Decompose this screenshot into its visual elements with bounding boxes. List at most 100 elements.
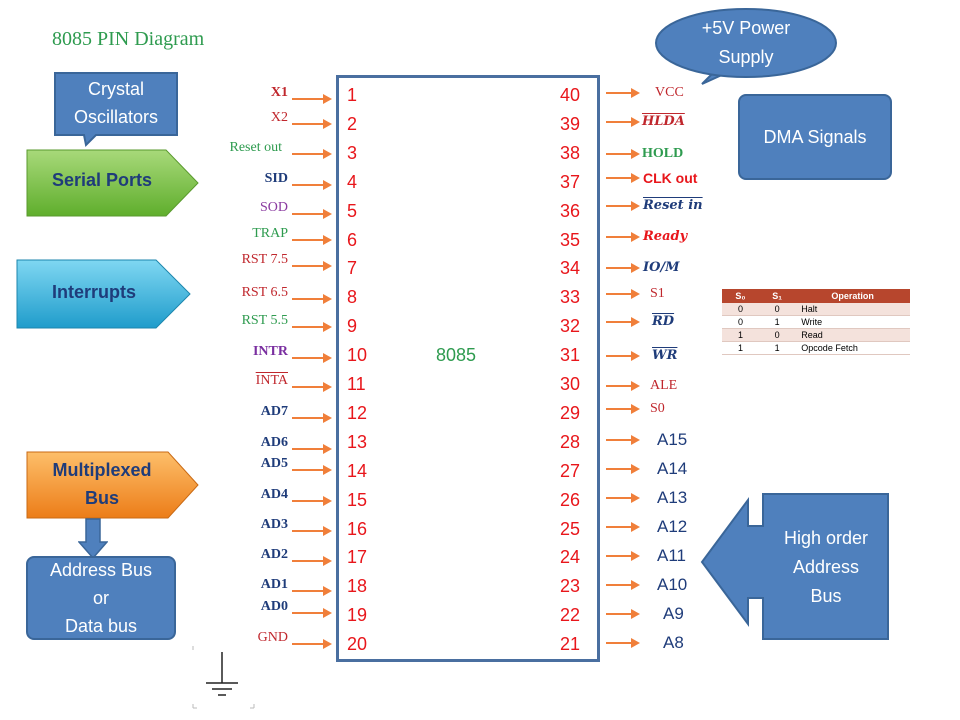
pin-number: 25 [560, 519, 581, 539]
pin-arrow [606, 638, 640, 648]
status-table-header: S₁ [758, 289, 796, 303]
pin-label: IO/M [643, 260, 680, 275]
pin-number: 37 [560, 172, 581, 192]
pin-label: HOLD [642, 146, 684, 161]
pin-number: 35 [560, 230, 581, 250]
serial-ports-arrow-shape [26, 149, 199, 217]
multiplexed-bus-label: Multiplexed Bus [52, 460, 152, 508]
pin-arrow [606, 173, 640, 183]
interrupts-arrow-shape [16, 259, 191, 329]
pin-label: AD4 [260, 487, 288, 502]
pin-number: 13 [347, 432, 368, 452]
power-supply-callout-shape [655, 8, 837, 85]
pin-label: Reset out [229, 140, 283, 155]
pin-label: X2 [270, 110, 288, 125]
pin-label: A8 [663, 633, 684, 652]
address-data-bus-box: Address Bus or Data bus [26, 556, 176, 640]
pin-arrow [292, 413, 332, 423]
pin-number: 36 [560, 201, 581, 221]
pin-number: 23 [560, 576, 581, 596]
pin-arrow [292, 180, 332, 190]
pin-arrow [292, 353, 332, 363]
status-table-cell: 1 [722, 328, 759, 342]
pin-number: 8 [347, 287, 358, 307]
pin-number: 14 [347, 461, 368, 481]
pin-arrow [606, 404, 640, 414]
pin-label: TRAP [252, 226, 288, 241]
status-table-cell: 0 [722, 315, 759, 329]
pin-number: 33 [560, 287, 581, 307]
pin-arrow [606, 88, 640, 98]
pin-number: 30 [560, 374, 581, 394]
serial-ports-label: Serial Ports [51, 170, 153, 190]
pin-label: RST 6.5 [241, 285, 288, 300]
status-table-cell: Halt [795, 303, 910, 316]
pin-label: INTR [252, 344, 288, 359]
pin-arrow [606, 464, 640, 474]
pin-label: AD6 [260, 435, 288, 450]
pin-arrow [292, 149, 332, 159]
chip-body [336, 75, 600, 662]
pin-arrow [606, 232, 640, 242]
pin-label: WR [652, 348, 678, 363]
high-order-address-arrow-shape [700, 493, 889, 640]
status-table-cell: 0 [758, 303, 796, 316]
dma-signals-box: DMA Signals [738, 94, 892, 180]
pin-number: 2 [347, 114, 358, 134]
pin-arrow [292, 526, 332, 536]
pin-label: SID [264, 171, 288, 186]
pin-label: CLK out [643, 170, 698, 186]
pin-label: INTA [255, 373, 288, 388]
pin-number: 6 [347, 230, 358, 250]
status-table-cell: Opcode Fetch [795, 341, 910, 355]
pin-number: 4 [347, 172, 358, 192]
pin-number: 10 [347, 345, 368, 365]
pin-label: RD [652, 314, 675, 329]
pin-number: 28 [560, 432, 581, 452]
pin-label: S1 [650, 286, 665, 301]
pin-label: A9 [663, 604, 684, 623]
high-order-address-label: High order Address Bus [783, 528, 869, 606]
pin-label: RST 7.5 [241, 252, 288, 267]
power-supply-callout: +5V Power Supply [701, 18, 791, 67]
pin-arrow [606, 289, 640, 299]
pin-number: 5 [347, 201, 358, 221]
pin-number: 27 [560, 461, 581, 481]
pin-number: 20 [347, 634, 368, 654]
pin-number: 1 [347, 85, 358, 105]
pin-arrow [292, 119, 332, 129]
pin-arrow [606, 149, 640, 159]
pin-number: 11 [347, 374, 366, 394]
multiplexed-bus-arrow-shape [26, 451, 199, 519]
pin-arrow [292, 608, 332, 618]
pin-number: 12 [347, 403, 368, 423]
page-title: 8085 PIN Diagram [52, 28, 205, 50]
pin-arrow [606, 117, 640, 127]
pin-arrow [606, 551, 640, 561]
pin-label: AD3 [260, 517, 288, 532]
pin-arrow [606, 351, 640, 361]
pin-number: 40 [560, 85, 581, 105]
chip-name: 8085 [436, 345, 477, 365]
down-arrow-icon [78, 518, 108, 560]
status-table-cell: 1 [758, 315, 796, 329]
pin-number: 18 [347, 576, 368, 596]
pin-number: 22 [560, 605, 581, 625]
pin-label: A12 [657, 517, 688, 536]
pin-label: AD2 [260, 547, 288, 562]
pin-arrow [606, 493, 640, 503]
pin-label: A10 [657, 575, 688, 594]
pin-arrow [292, 496, 332, 506]
pin-label: A11 [657, 546, 686, 565]
pin-number: 32 [560, 316, 581, 336]
pin-arrow [292, 444, 332, 454]
pin-arrow [606, 522, 640, 532]
pin-label: AD5 [260, 456, 288, 471]
pin-label: S0 [650, 401, 665, 416]
ground-icon [206, 652, 238, 696]
pin-arrow [606, 201, 640, 211]
pin-number: 34 [560, 258, 581, 278]
